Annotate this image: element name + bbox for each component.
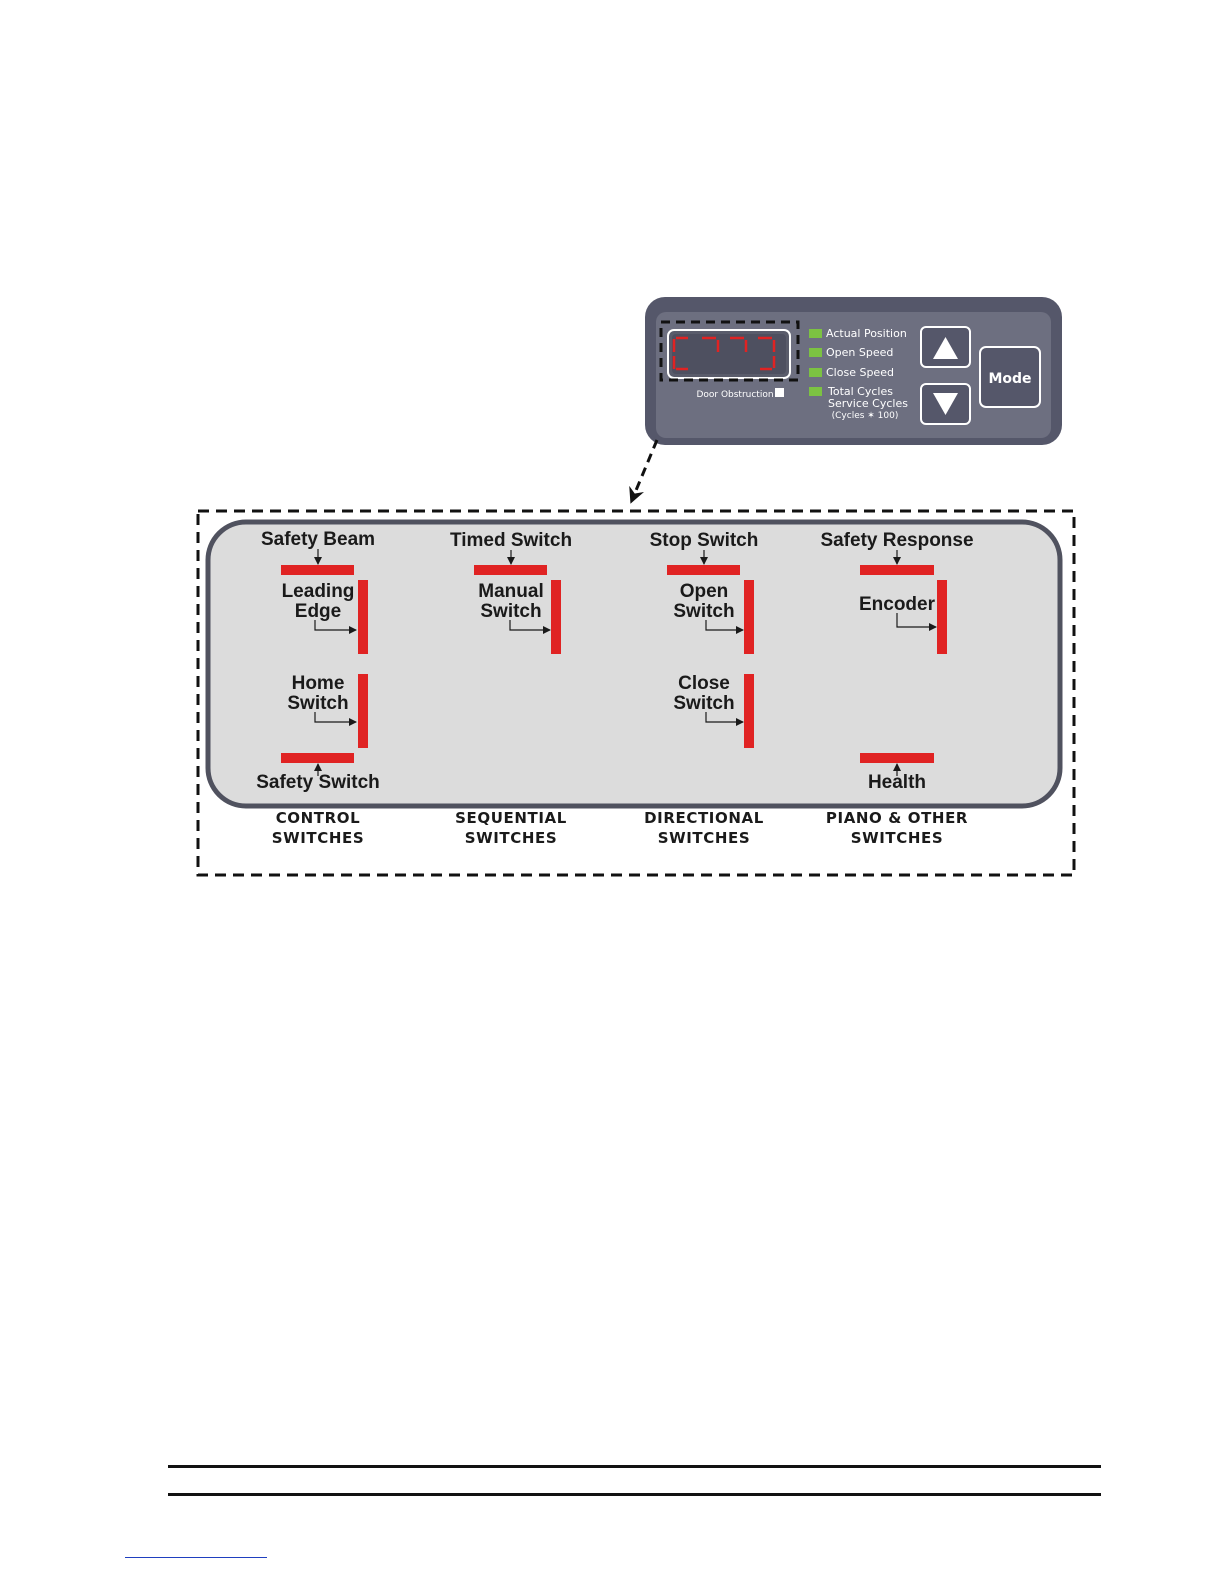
segment-health <box>860 753 934 763</box>
segment-manual-switch <box>551 580 561 654</box>
label-manual-switch-2: Switch <box>480 601 541 622</box>
category-directional-1: DIRECTIONAL <box>644 809 764 827</box>
category-sequential-2: SWITCHES <box>465 829 558 847</box>
segment-leading-edge <box>358 580 368 654</box>
segment-display: Door Obstruction <box>667 329 791 400</box>
down-button[interactable] <box>920 383 971 425</box>
segment-safety-switch <box>281 753 354 763</box>
category-sequential-1: SEQUENTIAL <box>455 809 567 827</box>
arrow-down-icon <box>933 393 958 415</box>
segment-open-switch <box>744 580 754 654</box>
led-label-service-cycles: Service Cycles <box>828 397 908 410</box>
up-button[interactable] <box>920 326 971 368</box>
category-control-1: CONTROL <box>276 809 361 827</box>
door-obstruction-indicator <box>775 388 784 397</box>
segment-safety-beam <box>281 565 354 575</box>
label-leading-edge-2: Edge <box>295 601 341 622</box>
label-timed-switch: Timed Switch <box>450 530 572 551</box>
label-health: Health <box>868 772 926 793</box>
label-safety-beam: Safety Beam <box>261 529 375 550</box>
label-close-switch-2: Switch <box>673 693 734 714</box>
segment-home-switch <box>358 674 368 748</box>
footer-rule-top <box>168 1465 1101 1468</box>
segment-encoder <box>937 580 947 654</box>
door-obstruction-label: Door Obstruction <box>696 390 773 400</box>
label-encoder: Encoder <box>859 594 936 615</box>
zoom-frame <box>196 509 1076 877</box>
mode-button[interactable]: Mode <box>979 346 1041 408</box>
footer-link-underline[interactable] <box>125 1557 267 1558</box>
digit-4: Safety Response Encoder Health <box>820 530 973 793</box>
led-label-open-speed: Open Speed <box>826 346 893 359</box>
segment-safety-response <box>860 565 934 575</box>
category-piano-1: PIANO & OTHER <box>826 809 968 827</box>
mode-button-label: Mode <box>988 371 1031 387</box>
label-manual-switch-1: Manual <box>478 581 543 602</box>
led-close-speed <box>809 368 822 377</box>
category-directional-2: SWITCHES <box>658 829 751 847</box>
led-actual-position <box>809 329 822 338</box>
zoom-connector-arrow <box>629 439 659 504</box>
control-panel: Door Obstruction Actual Position Open Sp… <box>645 297 1062 445</box>
label-leading-edge-1: Leading <box>282 581 355 602</box>
label-safety-switch: Safety Switch <box>256 772 380 793</box>
category-piano-2: SWITCHES <box>851 829 944 847</box>
segment-timed-switch <box>474 565 547 575</box>
label-safety-response: Safety Response <box>820 530 973 551</box>
digit-1: Safety Beam Leading Edge Home Switch Saf… <box>256 529 380 793</box>
led-open-speed <box>809 348 822 357</box>
led-label-close-speed: Close Speed <box>826 366 894 379</box>
label-stop-switch: Stop Switch <box>650 530 759 551</box>
display-highlight <box>659 320 800 382</box>
footer-rule-bottom <box>168 1493 1101 1496</box>
led-total-cycles <box>809 387 822 396</box>
label-open-switch-2: Switch <box>673 601 734 622</box>
cycles-note: (Cycles ✶ 100) <box>832 411 899 421</box>
led-list: Actual Position Open Speed Close Speed T… <box>809 327 908 421</box>
category-control-2: SWITCHES <box>272 829 365 847</box>
segment-close-switch <box>744 674 754 748</box>
label-close-switch-1: Close <box>678 673 730 694</box>
zoomed-display <box>205 519 1063 809</box>
led-label-total-cycles: Total Cycles <box>827 385 893 398</box>
label-open-switch-1: Open <box>680 581 729 602</box>
digit-3: Stop Switch Open Switch Close Switch <box>650 530 759 748</box>
digit-2: Timed Switch Manual Switch <box>450 530 572 654</box>
led-label-actual-position: Actual Position <box>826 327 907 340</box>
category-labels: CONTROL SWITCHES SEQUENTIAL SWITCHES DIR… <box>272 809 968 847</box>
label-home-switch-1: Home <box>292 673 345 694</box>
arrow-up-icon <box>933 337 958 359</box>
label-home-switch-2: Switch <box>287 693 348 714</box>
segment-stop-switch <box>667 565 740 575</box>
